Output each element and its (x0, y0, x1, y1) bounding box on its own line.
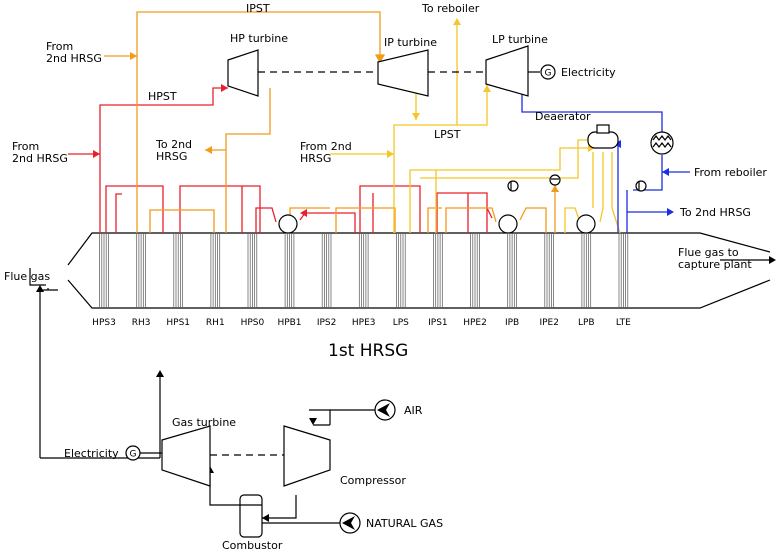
gas-turbine (161, 425, 211, 487)
from-reboiler-label: From reboiler (694, 166, 767, 179)
section-label-rh1: RH1 (206, 318, 225, 328)
tube-bundles (99, 234, 629, 307)
ip-turbine (377, 49, 429, 97)
steam-drums (278, 214, 596, 234)
section-label-lte: LTE (616, 318, 631, 328)
section-label-lpb: LPB (578, 318, 595, 328)
to-reboiler-label: To reboiler (421, 2, 480, 15)
air-inlet-icon (374, 399, 396, 421)
section-label-lps: LPS (393, 318, 409, 328)
deaerator-label: Deaerator (535, 110, 591, 123)
generator-bottom: G (125, 445, 141, 461)
compressor (283, 425, 331, 487)
ip-turbine-label: IP turbine (384, 36, 437, 49)
compressor-label: Compressor (340, 474, 406, 487)
deaerator-vessel (587, 124, 619, 149)
hp-turbine (227, 49, 259, 97)
hrsg-title: 1st HRSG (328, 341, 408, 361)
condenser (650, 131, 674, 155)
section-label-hps1: HPS1 (166, 318, 190, 328)
hpst-label: HPST (148, 90, 177, 103)
gas-turbine-label: Gas turbine (172, 416, 236, 429)
section-label-hpe2: HPE2 (463, 318, 487, 328)
flue-gas-label: Flue gas (4, 270, 50, 283)
natural-gas-inlet-icon (339, 512, 361, 534)
natural-gas-label: NATURAL GAS (366, 517, 443, 530)
section-label-ipb: IPB (505, 318, 519, 328)
condensate-lines (521, 80, 690, 233)
electricity-top-label: Electricity (561, 66, 616, 79)
combustor-label: Combustor (222, 539, 283, 552)
pumps (507, 174, 647, 192)
to-2nd-hrsg-right-label: To 2nd HRSG (679, 206, 751, 219)
hrsg-duct (67, 232, 771, 309)
section-labels: HPS3 RH3 HPS1 RH1 HPS0 HPB1 IPS2 HPE3 LPS IPS1 HPE… (92, 318, 631, 328)
section-label-ips1: IPS1 (428, 318, 448, 328)
ip-steam-lines (104, 11, 559, 233)
section-label-hpe3: HPE3 (352, 318, 376, 328)
generator-top-symbol: G (545, 69, 552, 79)
lpst-label: LPST (434, 128, 461, 141)
lp-turbine (485, 45, 529, 97)
section-label-hps0: HPS0 (241, 318, 265, 328)
section-label-ipe2: IPE2 (539, 318, 559, 328)
hp-turbine-label: HP turbine (230, 32, 288, 45)
lp-turbine-label: LP turbine (492, 33, 548, 46)
combustor (239, 494, 263, 538)
ipst-label: IPST (246, 2, 270, 15)
section-label-ips2: IPS2 (317, 318, 337, 328)
generator-top: G (540, 64, 556, 80)
electricity-bottom-label: Electricity (64, 447, 119, 460)
section-label-rh3: RH3 (132, 318, 151, 328)
section-label-hps3: HPS3 (92, 318, 116, 328)
section-label-hpb1: HPB1 (277, 318, 301, 328)
air-label: AIR (404, 404, 423, 417)
lp-steam-lines (330, 18, 621, 234)
generator-bottom-symbol: G (130, 450, 137, 460)
